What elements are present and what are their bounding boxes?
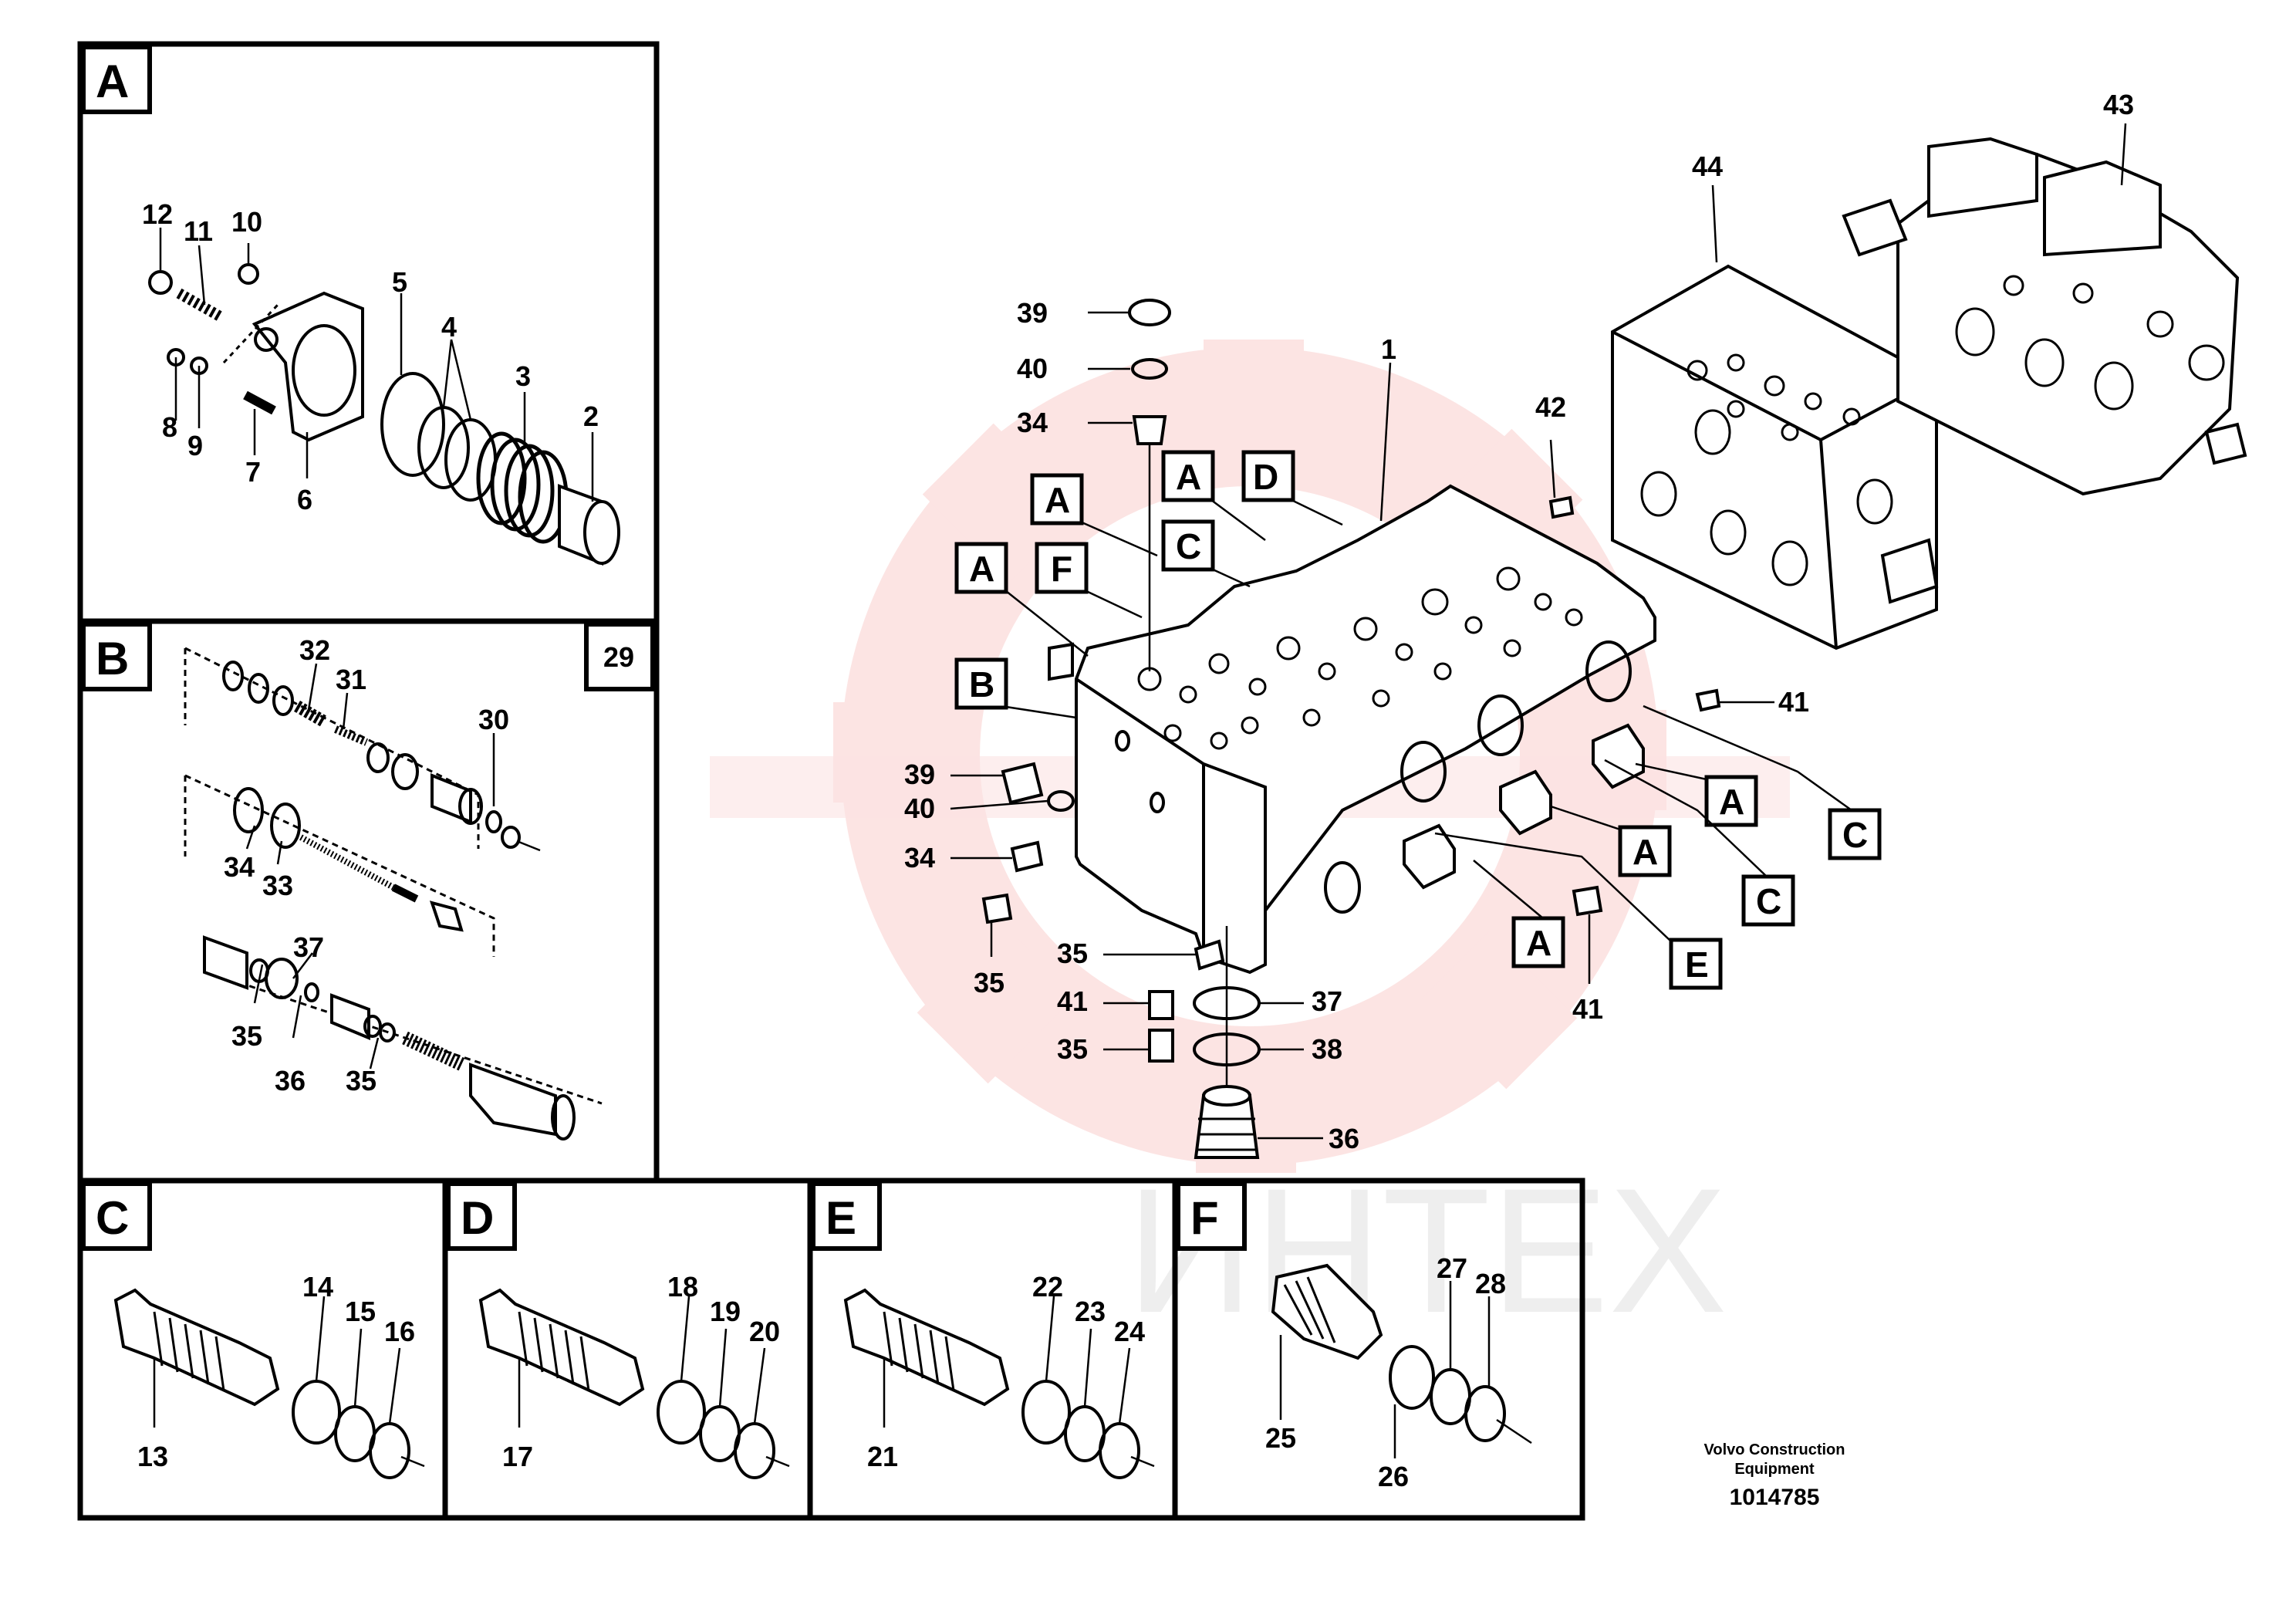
panel-a-parts [148, 228, 620, 566]
cartridge-valve-e [843, 1288, 1155, 1479]
panel-letter-boxes [81, 45, 1247, 1251]
panel-f-callout-25: 25 [1265, 1422, 1296, 1454]
main-callout-letter-d: D [1253, 457, 1278, 497]
main-callout-letter-c2: C [1842, 815, 1868, 855]
panel-a-callout-11: 11 [184, 215, 213, 247]
main-callout-40-top: 40 [1017, 353, 1048, 384]
panel-b-callout-35-left: 35 [231, 1020, 262, 1052]
valve-section-44 [1611, 264, 1939, 650]
panel-a-callout-2: 2 [583, 400, 599, 432]
valve-assembly-43 [1842, 137, 2247, 496]
main-callout-1: 1 [1381, 333, 1396, 365]
panel-d-callout-20: 20 [749, 1316, 780, 1347]
main-leader-lines [950, 123, 2127, 1140]
footer-company-line1: Volvo Construction [1704, 1441, 1845, 1458]
cartridge-valve-d [478, 1288, 790, 1479]
panel-b-group-number: 29 [603, 641, 634, 673]
panel-f-frame [1172, 1178, 1585, 1521]
main-callout-letter-c1: C [1176, 526, 1201, 566]
panel-f-callout-26: 26 [1378, 1461, 1409, 1492]
panel-c-callout-16: 16 [384, 1316, 415, 1347]
panel-d-label: D [461, 1192, 494, 1244]
panel-e-label: E [826, 1192, 856, 1244]
panel-b-callout-34: 34 [224, 851, 255, 883]
main-callout-letter-a3: A [969, 549, 994, 589]
main-valve-block [981, 299, 1721, 1159]
panel-b-label: B [96, 633, 129, 684]
panel-c-callout-15: 15 [345, 1296, 376, 1327]
main-callout-letter-b: B [969, 664, 994, 705]
panel-d-callout-19: 19 [710, 1296, 741, 1327]
panel-c-label: C [96, 1192, 129, 1244]
main-callout-43: 43 [2103, 89, 2134, 120]
main-callout-38: 38 [1312, 1033, 1342, 1065]
panel-a-callout-4: 4 [441, 311, 457, 343]
main-callout-42: 42 [1535, 391, 1566, 423]
panel-b-callout-37: 37 [293, 931, 324, 963]
main-callout-letter-e: E [1685, 944, 1709, 985]
panel-f-parts [1271, 1263, 1532, 1458]
main-callout-35-mid: 35 [1057, 938, 1088, 969]
panel-a-callout-6: 6 [297, 484, 312, 515]
main-callout-35-bottom: 35 [1057, 1033, 1088, 1065]
panel-e-callout-23: 23 [1075, 1296, 1106, 1327]
main-callout-39-left: 39 [904, 759, 935, 790]
panel-e-callout-22: 22 [1032, 1271, 1063, 1303]
panel-f-label: F [1190, 1192, 1219, 1244]
main-callout-35-left: 35 [974, 967, 1004, 999]
panel-b-parts [184, 647, 603, 1140]
panel-c-callout-13: 13 [137, 1441, 168, 1472]
main-callout-letter-a5: A [1633, 832, 1658, 872]
panel-b-callout-36: 36 [275, 1065, 306, 1097]
main-callout-41-bottom: 41 [1057, 985, 1088, 1017]
panel-f-callout-28: 28 [1475, 1268, 1506, 1299]
main-callout-letter-a1: A [1045, 480, 1070, 520]
main-callout-letter-a4: A [1719, 782, 1744, 822]
panel-b-callout-30: 30 [478, 704, 509, 735]
main-callout-41-lower: 41 [1572, 993, 1603, 1025]
main-callout-39-top: 39 [1017, 297, 1048, 329]
panel-e-callout-21: 21 [867, 1441, 898, 1472]
panel-b-callout-35-right: 35 [346, 1065, 376, 1097]
panel-frames [77, 41, 1585, 1521]
main-callout-41-right: 41 [1778, 686, 1809, 718]
panel-f-callout-27: 27 [1437, 1252, 1467, 1284]
panel-a-label: A [96, 56, 129, 107]
footer-drawing-id: 1014785 [1730, 1485, 1820, 1510]
main-callout-34-top: 34 [1017, 407, 1048, 438]
panel-b-callout-32: 32 [299, 634, 330, 666]
main-callout-36: 36 [1329, 1123, 1359, 1154]
panel-e-callout-24: 24 [1114, 1316, 1145, 1347]
panel-a-callout-7: 7 [245, 456, 261, 488]
panel-b-callout-31: 31 [336, 664, 366, 695]
panel-c-callout-14: 14 [302, 1271, 333, 1303]
panel-b-callout-33: 33 [262, 870, 293, 901]
panel-a-callout-5: 5 [392, 266, 407, 298]
main-callout-37: 37 [1312, 985, 1342, 1017]
main-callout-letter-a2: A [1176, 457, 1201, 497]
main-callout-boxes [954, 450, 1882, 990]
panel-a-callout-12: 12 [142, 198, 173, 230]
main-callout-34-left: 34 [904, 842, 935, 874]
main-callout-44: 44 [1692, 150, 1723, 182]
panel-d-callout-18: 18 [667, 1271, 698, 1303]
main-callout-letter-f: F [1051, 549, 1072, 589]
panel-a-callout-8: 8 [162, 411, 177, 443]
main-callout-letter-c3: C [1756, 881, 1781, 921]
main-callout-box-leaders [1005, 498, 1852, 942]
panel-a-callout-9: 9 [187, 430, 203, 461]
footer-company-line2: Equipment [1734, 1461, 1815, 1478]
panel-b-frame [77, 618, 660, 1184]
panel-a-callout-3: 3 [515, 360, 531, 392]
main-callout-40-left: 40 [904, 792, 935, 824]
panel-a-callout-10: 10 [231, 206, 262, 238]
cartridge-valve-c [113, 1288, 425, 1479]
panel-d-callout-17: 17 [502, 1441, 533, 1472]
main-callout-letter-a6: A [1526, 923, 1551, 963]
